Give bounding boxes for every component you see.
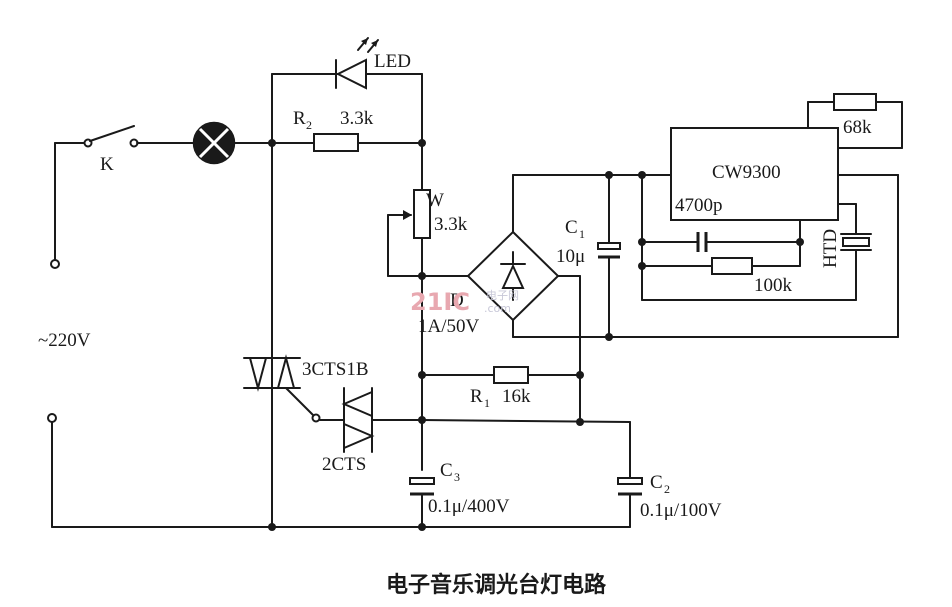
c2-feed-wire [421, 419, 631, 423]
r2-value: 3.3k [340, 108, 374, 129]
ic-name: CW9300 [712, 162, 781, 183]
resistor-68k [807, 93, 903, 149]
bridge-rating: 1A/50V [418, 316, 480, 337]
rc-oscillator-network [641, 174, 857, 301]
switch-label: K [100, 154, 114, 175]
diac-label: 2CTS [322, 454, 366, 475]
c2-label: C [650, 472, 663, 493]
c3-label: C [440, 460, 453, 481]
r100k-value: 100k [754, 275, 793, 296]
diagram-caption: 电子音乐调光台灯电路 [386, 572, 607, 598]
pot-value: 3.3k [434, 214, 468, 235]
r1-subscript: 1 [484, 396, 490, 410]
capacitor-c3 [409, 477, 435, 528]
resistor-r1 [421, 366, 581, 384]
ic-cw9300 [641, 127, 899, 267]
capacitor-c1 [597, 174, 621, 338]
mains-terminal-top [50, 259, 60, 269]
triac-label: 3CTS1B [302, 359, 369, 380]
c1-label: C [565, 217, 578, 238]
junction-dot [418, 523, 426, 531]
c1-subscript: 1 [579, 227, 585, 241]
junction-dot [418, 139, 426, 147]
c2-value: 0.1μ/100V [640, 500, 722, 521]
r68k-value: 68k [843, 117, 872, 138]
triac-3cts1b [243, 354, 315, 417]
watermark-site: .com [484, 302, 511, 315]
resistor-r2 [271, 133, 423, 152]
capacitor-c2 [617, 477, 643, 528]
diac-2cts [319, 387, 423, 453]
r1-label: R [470, 386, 483, 407]
bridge-label: D [450, 290, 464, 311]
c1-value: 10μ [556, 246, 585, 267]
site-watermark: 21IC .com 电子网 [410, 288, 519, 316]
mains-terminal-bottom [47, 413, 57, 423]
watermark-cn: 电子网 [486, 289, 519, 302]
c3-subscript: 3 [454, 470, 460, 484]
r2-label: R [293, 108, 306, 129]
pot-label: W [426, 190, 444, 211]
piezo-buzzer-htd [837, 203, 872, 301]
htd-label: HTD [820, 229, 841, 268]
junction-dot [605, 171, 613, 179]
c3-value: 0.1μ/400V [428, 496, 510, 517]
lamp-symbol [192, 121, 273, 165]
junction-dot [796, 238, 804, 246]
led-label: LED [374, 51, 411, 72]
triac-gate-terminal [311, 413, 321, 423]
potentiometer-w [387, 189, 431, 277]
junction-dot [638, 262, 646, 270]
led-indicator [271, 37, 423, 191]
r2-subscript: 2 [306, 118, 312, 132]
ic-cap-value: 4700p [675, 195, 723, 216]
mains-voltage: ~220V [38, 330, 91, 351]
mains-switch-k [54, 125, 195, 263]
junction-dot [638, 238, 646, 246]
junction-dot [268, 523, 276, 531]
c2-subscript: 2 [664, 482, 670, 496]
watermark-logo: 21IC [410, 288, 470, 316]
r1-value: 16k [502, 386, 531, 407]
junction-dot [605, 333, 613, 341]
